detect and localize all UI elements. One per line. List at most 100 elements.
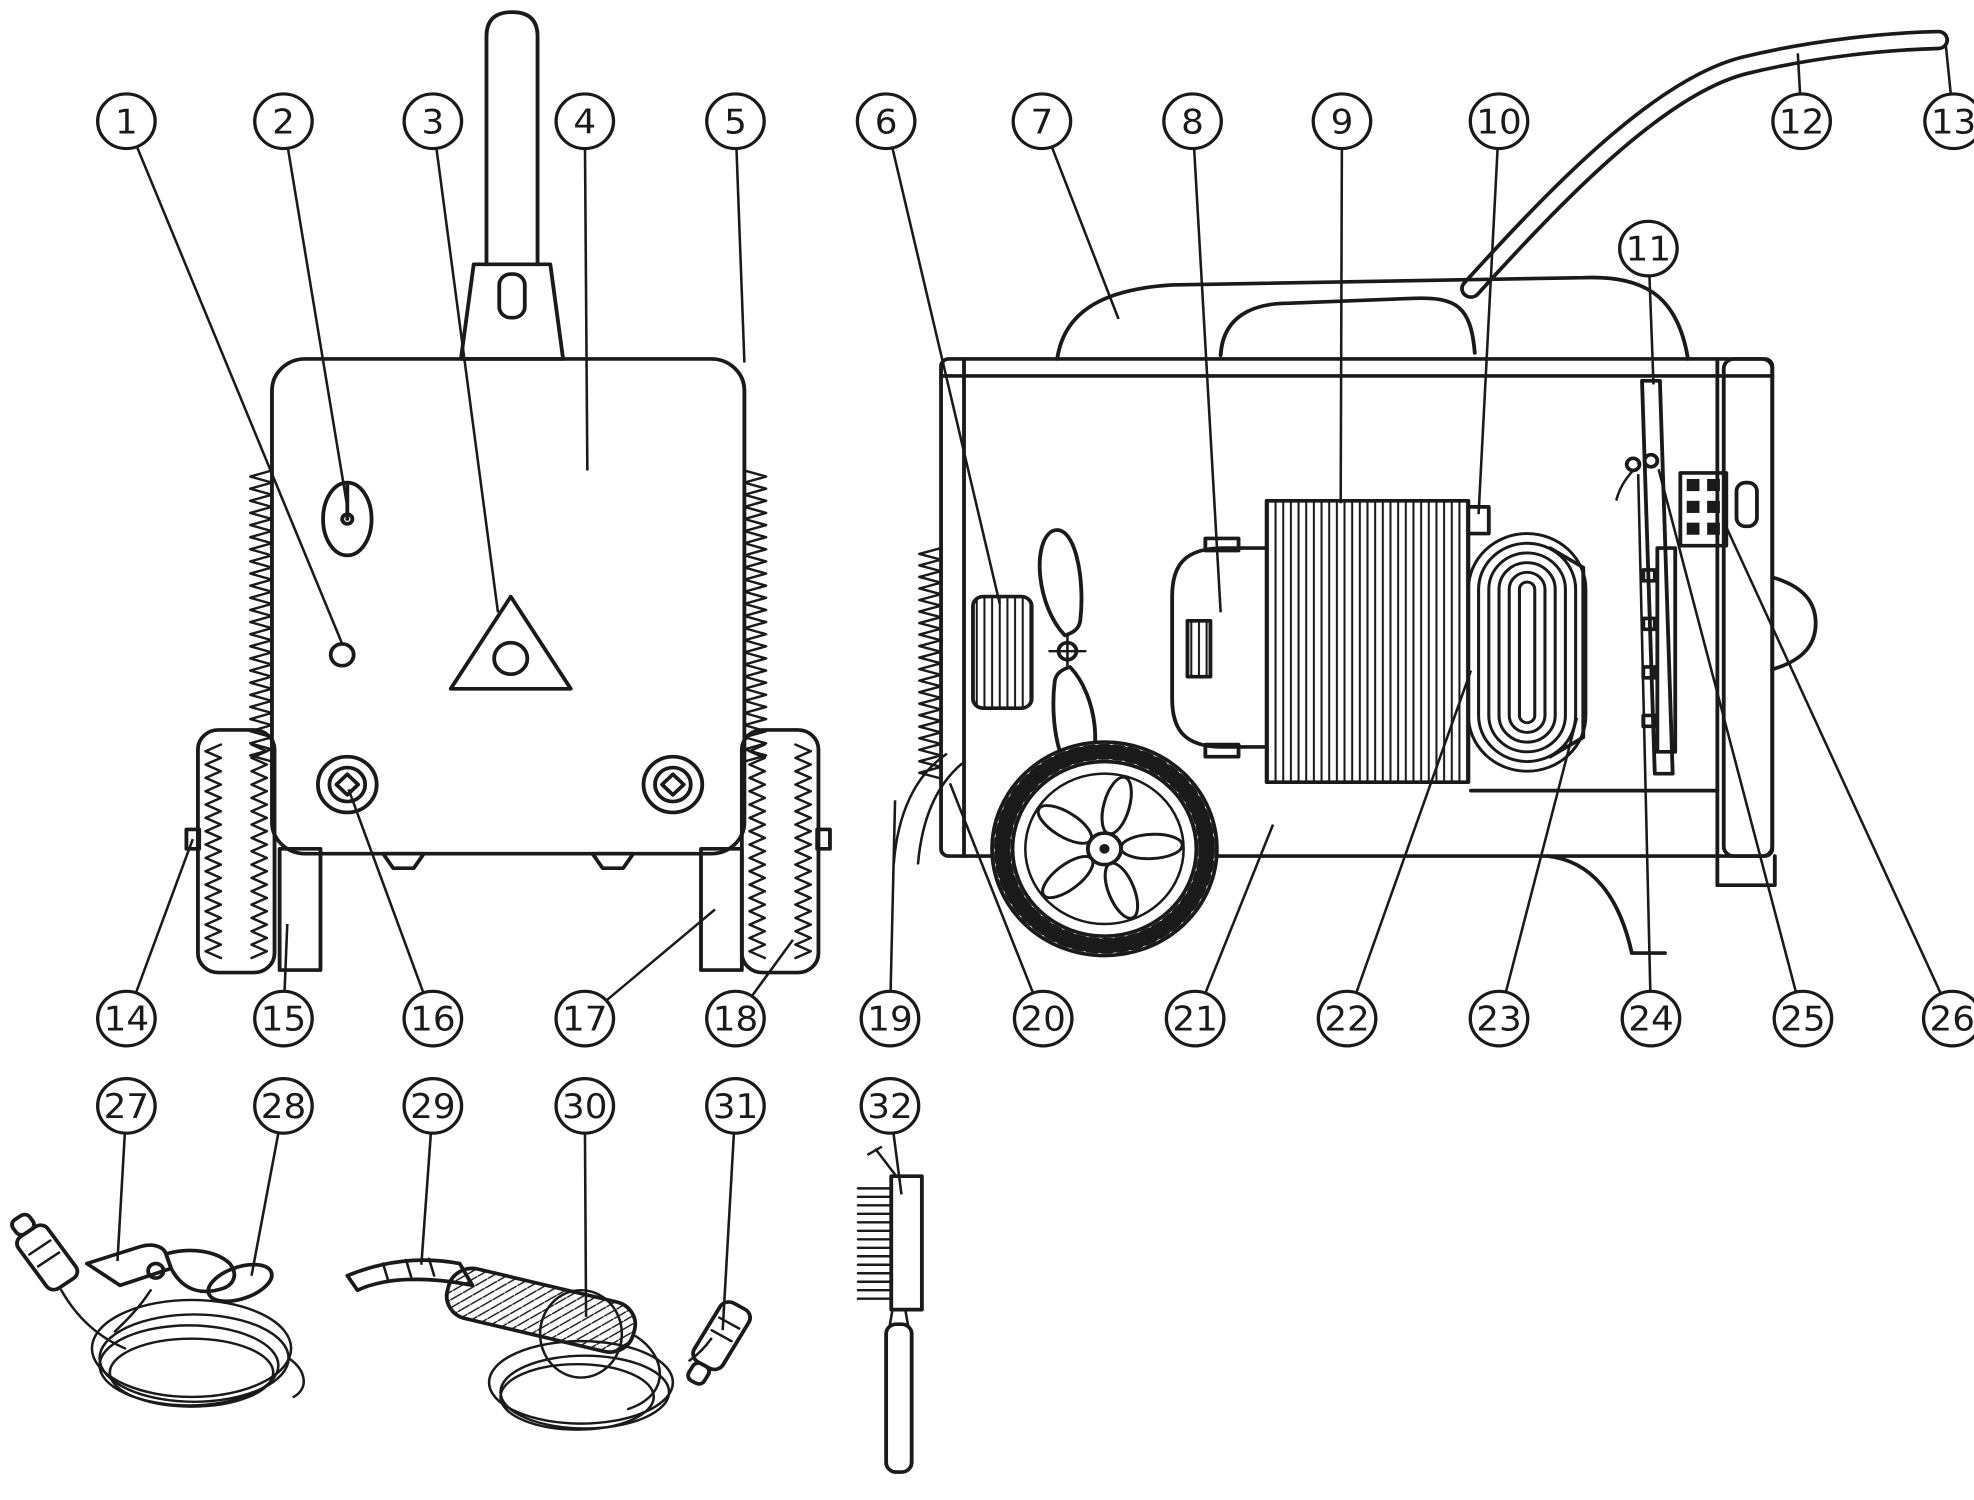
leader-3 [431, 121, 500, 613]
callout-number-11: 11 [1626, 231, 1671, 270]
callout-circle-9 [1311, 92, 1373, 151]
callout-circle-8 [1162, 92, 1223, 151]
leader-22 [1345, 670, 1473, 1019]
callout-12: 12 [1771, 92, 1833, 151]
callout-number-24: 24 [1628, 1001, 1673, 1040]
callout-circle-19 [859, 989, 921, 1048]
callout-26: 26 [1921, 989, 1974, 1048]
callout-number-15: 15 [261, 1001, 306, 1040]
callout-circle-28 [253, 1077, 314, 1135]
serration [204, 743, 223, 960]
callout-32: 32 [859, 1077, 921, 1135]
callout-16: 16 [402, 989, 464, 1048]
coil-bracket [1548, 546, 1586, 759]
callout-number-7: 7 [1031, 103, 1054, 142]
callout-number-19: 19 [867, 1001, 912, 1040]
callout-11: 11 [1618, 219, 1679, 278]
serration [743, 469, 768, 763]
callout-circle-31 [705, 1077, 766, 1135]
leader-23 [1497, 717, 1579, 1019]
vent-serrations [204, 469, 943, 960]
callout-circle-26 [1921, 989, 1974, 1048]
coil-ring [1497, 561, 1557, 744]
callout-number-31: 31 [713, 1088, 758, 1127]
callout-3: 3 [402, 92, 464, 151]
callout-17: 17 [554, 989, 616, 1048]
ground-cable-coil [90, 1289, 305, 1408]
panel-foot [1715, 854, 1777, 888]
callout-29: 29 [402, 1077, 464, 1135]
callout-number-29: 29 [410, 1088, 455, 1127]
output-socket-left [316, 754, 379, 815]
mount-tab-left [381, 851, 426, 871]
leader-25 [1657, 468, 1805, 1019]
leader-20 [948, 782, 1045, 1020]
leader-7 [1040, 120, 1120, 320]
callout-number-21: 21 [1172, 1001, 1217, 1040]
serration [794, 743, 813, 960]
callout-number-13: 13 [1931, 103, 1974, 142]
leader-24 [1636, 474, 1653, 1019]
callout-circle-20 [1012, 989, 1074, 1048]
callout-circle-30 [554, 1077, 616, 1135]
callout-circle-32 [859, 1077, 921, 1135]
bristle-lines [856, 1187, 893, 1300]
callout-circle-15 [253, 989, 314, 1048]
leader-30 [583, 1105, 588, 1317]
clamp-cable [60, 1289, 127, 1350]
leader-10 [1477, 121, 1501, 515]
brush-handle [884, 1322, 914, 1474]
callout-2: 2 [253, 92, 314, 151]
leader-2 [282, 121, 349, 508]
callout-18: 18 [705, 989, 766, 1048]
leader-16 [347, 789, 435, 1019]
callout-4: 4 [554, 92, 616, 151]
leader-21 [1193, 824, 1275, 1020]
callout-circle-11 [1618, 219, 1679, 278]
callout-circle-7 [1011, 92, 1073, 151]
wheel-front-left [184, 728, 277, 975]
leader-26 [1722, 520, 1954, 1020]
callout-circle-2 [253, 92, 314, 151]
callout-7: 7 [1011, 92, 1073, 151]
brush-tip [866, 1145, 898, 1178]
callout-number-6: 6 [875, 103, 898, 142]
callout-number-30: 30 [562, 1088, 607, 1127]
coil-ring [1466, 532, 1588, 773]
leader-lines [116, 45, 1955, 1331]
ground-clamp-assembly [10, 1212, 305, 1408]
callout-6: 6 [855, 92, 917, 151]
callout-28: 28 [253, 1077, 314, 1135]
callout-number-3: 3 [421, 103, 444, 142]
callout-19: 19 [859, 989, 921, 1048]
leader-31 [721, 1105, 737, 1331]
callout-number-12: 12 [1779, 103, 1824, 142]
callout-number-26: 26 [1930, 1001, 1974, 1040]
callout-number-14: 14 [104, 1001, 149, 1040]
power-cord [892, 753, 963, 865]
internal-board [1615, 378, 1729, 776]
callout-circle-10 [1468, 92, 1530, 151]
callout-number-9: 9 [1331, 103, 1354, 142]
brush-head [889, 1174, 924, 1312]
callout-15: 15 [253, 989, 314, 1048]
current-adjust-knob [1770, 575, 1818, 672]
callout-number-17: 17 [562, 1001, 607, 1040]
callout-number-20: 20 [1020, 1001, 1065, 1040]
leader-9 [1339, 121, 1344, 504]
callout-30: 30 [554, 1077, 616, 1135]
callout-number-8: 8 [1181, 103, 1204, 142]
callout-circle-29 [402, 1077, 464, 1135]
callout-10: 10 [1468, 92, 1530, 151]
leader-1 [125, 120, 344, 645]
carry-grip-recess [1218, 296, 1477, 358]
callout-24: 24 [1620, 989, 1682, 1048]
callout-5: 5 [705, 92, 766, 151]
cable-connector [10, 1212, 80, 1292]
push-handle-tube [1460, 29, 1950, 299]
callout-number-32: 32 [867, 1088, 912, 1127]
serration [748, 743, 767, 960]
electrode-holder-assembly [345, 1257, 753, 1431]
indicator-light [328, 642, 356, 668]
